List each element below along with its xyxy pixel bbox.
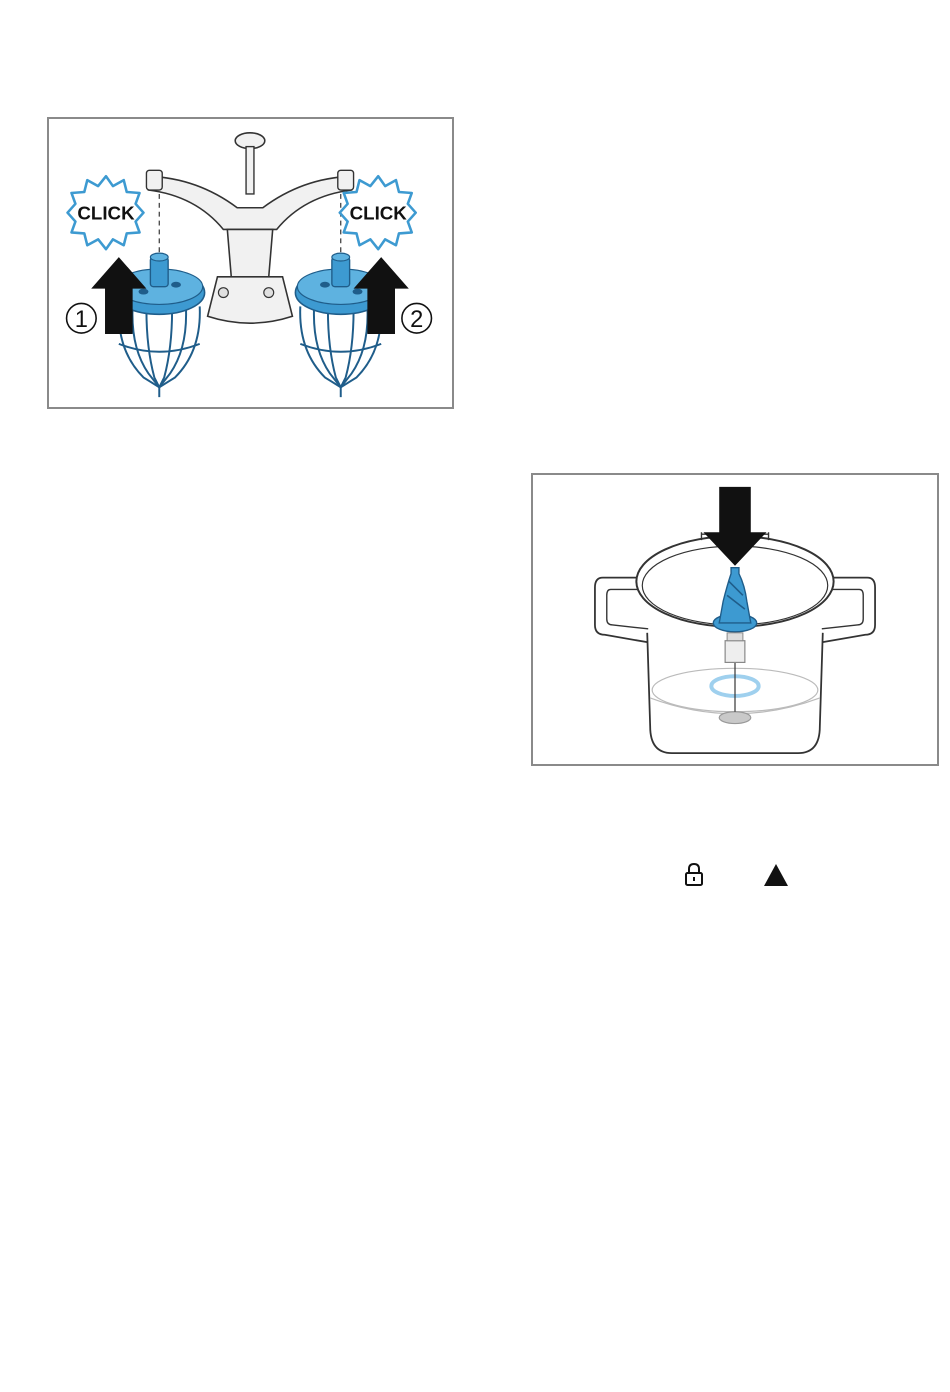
lock-icon [683, 862, 705, 888]
click-label-left: CLICK [77, 203, 135, 224]
pot-insert-figure [531, 473, 939, 766]
pot-insert-illustration [533, 475, 937, 764]
whisk-assembly-illustration: CLICK CLICK 1 2 [49, 119, 452, 407]
holder-column [227, 229, 272, 276]
triangle-up-icon [762, 862, 790, 888]
step-2-label: 2 [410, 307, 423, 333]
step-1-label: 1 [75, 307, 88, 333]
holder-left-cap [146, 170, 162, 190]
holder-rod [246, 147, 254, 194]
holder-right-cap [338, 170, 354, 190]
whisk-assembly-figure: CLICK CLICK 1 2 [47, 117, 454, 409]
holder-base [208, 277, 293, 323]
pot-floor-disk [719, 712, 751, 724]
click-label-right: CLICK [350, 203, 408, 224]
